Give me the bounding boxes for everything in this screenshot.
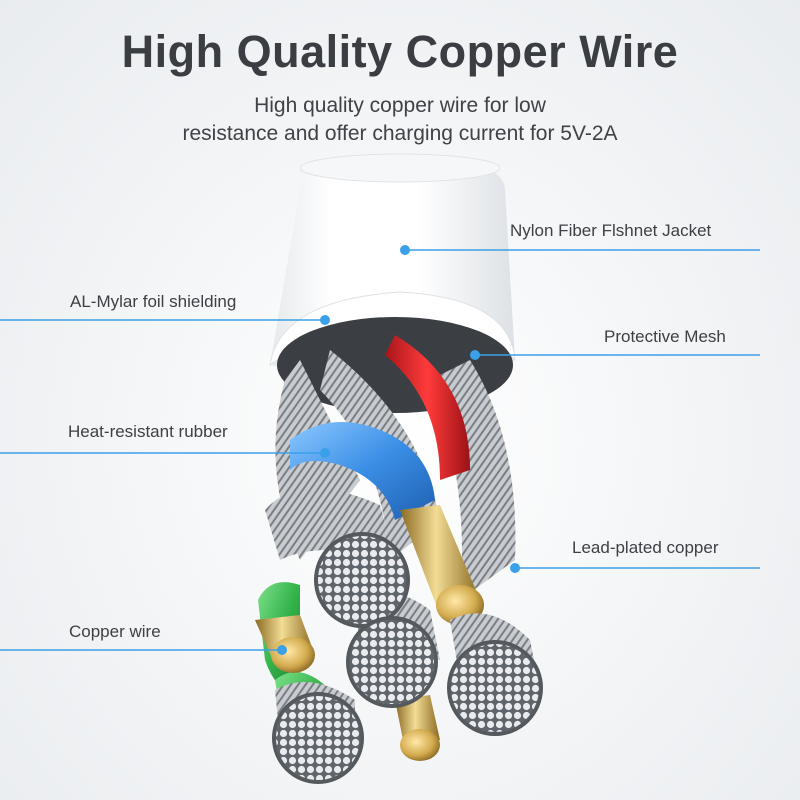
red-wire-shape [385,335,470,480]
callout-dot-rubber [320,448,330,458]
subtitle-line-1: High quality copper wire for low [254,94,546,117]
gold-conductors [255,505,484,761]
label-protective-mesh: Protective Mesh [604,327,726,346]
page-subtitle: High quality copper wire for low resista… [0,92,800,148]
label-nylon-jacket: Nylon Fiber Flshnet Jacket [510,221,712,240]
callout-dot-mylar [320,315,330,325]
callout-dot-mesh [470,350,480,360]
label-mylar-foil: AL-Mylar foil shielding [70,292,237,311]
label-lead-plated-copper: Lead-plated copper [572,538,719,557]
callout-dot-copper-plated [510,563,520,573]
callout-lines [0,249,760,651]
callout-dot-copper-wire [277,645,287,655]
page-title: High Quality Copper Wire [121,26,679,77]
label-heat-resistant-rubber: Heat-resistant rubber [68,422,228,441]
blue-wire-shape [290,422,435,520]
strand-end-faces [272,532,543,784]
subtitle-line-2: resistance and offer charging current fo… [182,122,618,145]
label-copper-wire: Copper wire [69,622,161,641]
callout-dots [277,245,520,655]
callout-dot-jacket [400,245,410,255]
